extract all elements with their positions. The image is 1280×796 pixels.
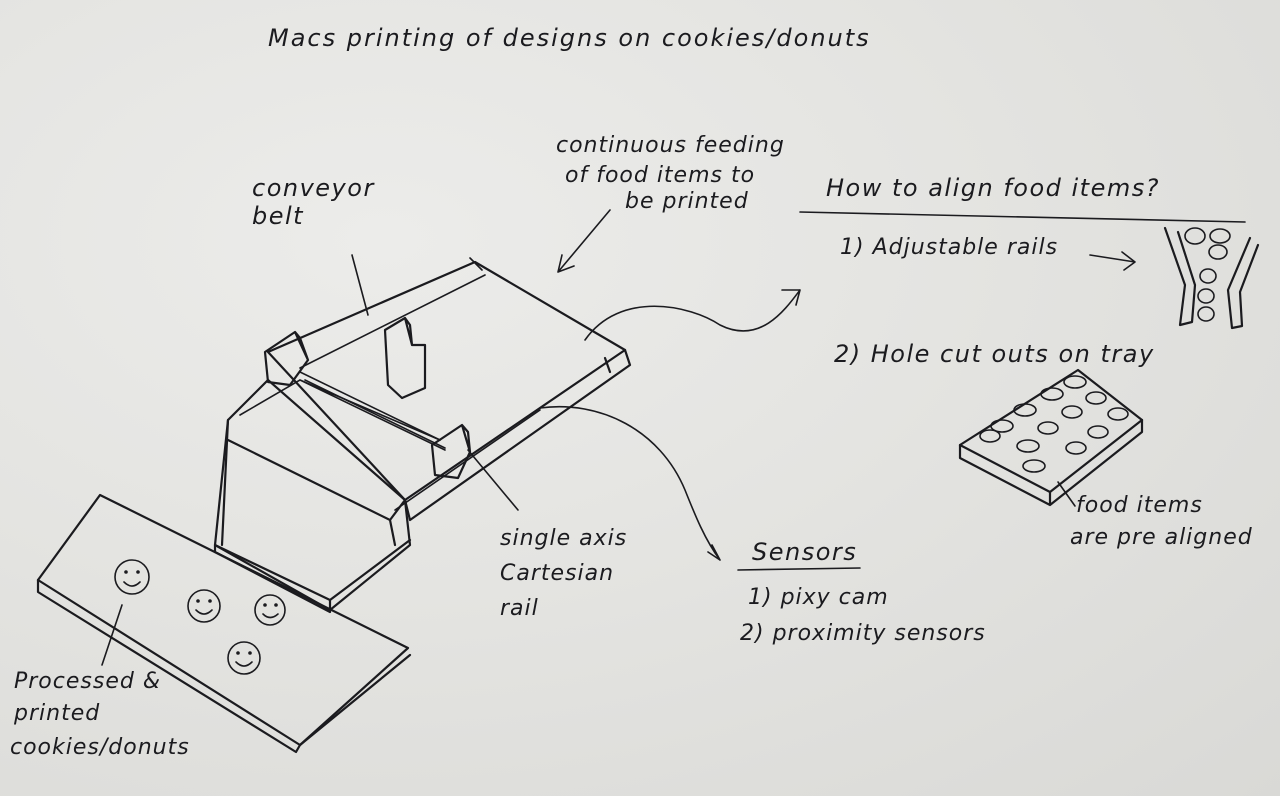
conveyor-belt-label: conveyor belt [252,174,375,230]
right-support-block [432,425,470,478]
processed-printed-label: Processed & printed cookies/donuts [10,669,190,760]
svg-text:Processed &: Processed & [14,669,161,694]
svg-text:belt: belt [252,202,304,230]
svg-text:conveyor: conveyor [252,174,375,202]
alignment-heading: How to align food items? [826,174,1160,202]
hole-tray-sketch [960,370,1142,505]
machine-base-inner [240,380,445,450]
conveyor-belt-side [405,350,630,520]
svg-text:cookies/donuts: cookies/donuts [10,735,190,760]
output-tray-edge [38,580,410,752]
rail-leader-line [468,450,518,510]
svg-text:rail: rail [500,596,539,621]
svg-text:continuous feeding: continuous feeding [556,133,785,158]
svg-text:Cartesian: Cartesian [500,561,614,586]
single-axis-rail-label: single axis Cartesian rail [500,526,627,621]
print-head-carriage [385,318,425,398]
cookie-smiley-4 [228,642,260,674]
option-1-arrow [1090,252,1135,270]
svg-text:of food items to: of food items to [565,163,755,188]
conveyor-belt-top [268,262,625,500]
sensors-heading-underline [738,568,860,570]
tray-note-line-1: food items [1076,493,1203,518]
tray-note-leader [1058,482,1075,506]
svg-text:single axis: single axis [500,526,627,551]
machine-base-front [222,420,405,545]
alignment-option-2: 2) Hole cut outs on tray [834,340,1155,368]
cookie-smiley-1 [115,560,149,594]
svg-text:be printed: be printed [625,189,749,214]
sensor-item-2: 2) proximity sensors [740,621,986,646]
conveyor-machine [215,210,630,612]
sensors-heading: Sensors [752,538,857,566]
svg-text:printed: printed [13,701,100,726]
feeding-arrow [558,210,610,272]
diagram-title: Macs printing of designs on cookies/donu… [268,24,871,52]
left-support-block [265,332,308,385]
adjustable-rails-sketch [1165,228,1258,328]
conveyor-leader-line [352,255,368,315]
alignment-arrow [585,290,800,340]
conveyor-belt-edge [300,258,485,368]
continuous-feeding-label: continuous feeding of food items to be p… [556,133,785,214]
alignment-option-1: 1) Adjustable rails [840,235,1058,260]
alignment-heading-underline [800,212,1245,222]
cookie-smiley-3 [255,595,285,625]
tray-note-line-2: are pre aligned [1070,525,1253,550]
sensor-item-1: 1) pixy cam [748,585,889,610]
cookie-smiley-2 [188,590,220,622]
processed-leader-line [102,605,122,665]
